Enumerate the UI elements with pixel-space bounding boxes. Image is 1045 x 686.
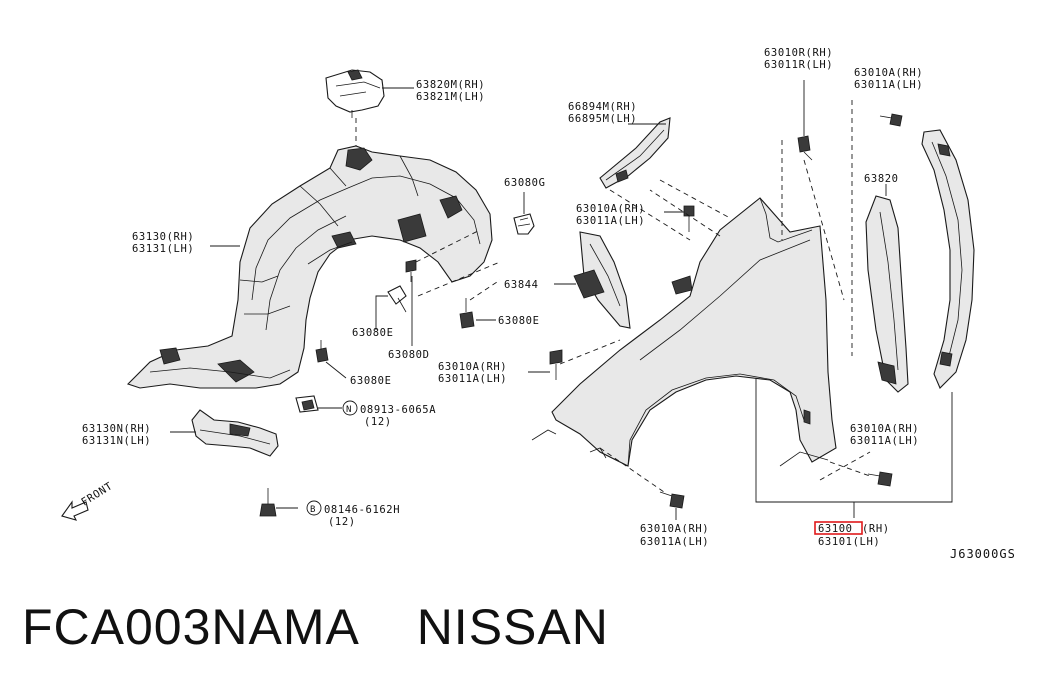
label-nut-symbol: N [346, 405, 352, 415]
label-63820m: 63820M(RH) [416, 79, 485, 91]
label-63080e-mid: 63080E [498, 315, 540, 327]
label-63131n: 63131N(LH) [82, 435, 151, 447]
label-63010a-lower-right: 63010A(RH) [850, 423, 919, 435]
bolt-63010a-left [549, 349, 563, 380]
label-nut-qty: (12) [364, 416, 392, 428]
label-front: FRONT [79, 480, 115, 509]
label-63100-code: 63100 [818, 523, 853, 535]
label-63131: 63131(LH) [132, 243, 194, 255]
label-66895m: 66895M(LH) [568, 113, 637, 125]
front-arrow [61, 500, 89, 521]
bracket-66894m [599, 117, 671, 189]
clip-nut-08913 [295, 395, 319, 413]
label-bolt-number: 08146-6162H [324, 504, 400, 516]
label-nut-number: 08913-6065A [360, 404, 436, 416]
footer-caption: FCA003NAMA NISSAN [22, 599, 609, 655]
seal-63820 [865, 195, 909, 393]
label-63130n: 63130N(RH) [82, 423, 151, 435]
label-63101: 63101(LH) [818, 536, 880, 548]
screw-63080e-lower [315, 340, 329, 363]
label-63011a-left: 63011A(LH) [438, 373, 507, 385]
bolt-63010a-lower-right [867, 471, 893, 487]
diagram-code: J63000GS [950, 547, 1016, 561]
bolt-63010a-top [879, 113, 903, 127]
label-63130: 63130(RH) [132, 231, 194, 243]
label-63080e-lower: 63080E [350, 375, 392, 387]
label-63011a-lower-right: 63011A(LH) [850, 435, 919, 447]
bracket-63130n [191, 409, 279, 457]
label-63010r: 63010R(RH) [764, 47, 833, 59]
bolt-08146 [259, 488, 277, 517]
clip-63010r [797, 135, 813, 161]
label-63011a-upper: 63011A(LH) [576, 215, 645, 227]
screw-63080d [387, 285, 407, 313]
bracket-63844 [573, 231, 631, 329]
parts-diagram: 63820M(RH) 63821M(LH) 63130(RH) 63131(LH… [61, 47, 1016, 561]
label-bolt-qty: (12) [328, 516, 356, 528]
label-63010a-top: 63010A(RH) [854, 67, 923, 79]
label-bolt-symbol: B [310, 505, 316, 515]
label-63820: 63820 [864, 173, 899, 185]
bolt-63010a-bottom [659, 491, 685, 509]
label-63100-side: (RH) [862, 523, 890, 535]
fender-liner-63130 [126, 145, 493, 389]
label-63010a-upper: 63010A(RH) [576, 203, 645, 215]
label-63080d: 63080D [388, 349, 430, 361]
label-66894m: 66894M(RH) [568, 101, 637, 113]
highlight-box-63100 [814, 521, 863, 535]
bracket-63820m [325, 69, 385, 118]
label-63011a-top: 63011A(LH) [854, 79, 923, 91]
label-63010a-bottom: 63010A(RH) [640, 523, 709, 535]
protector-strip [921, 129, 975, 389]
label-63011r: 63011R(LH) [764, 59, 833, 71]
label-63080e-upper: 63080E [352, 327, 394, 339]
label-63011a-bottom: 63011A(LH) [640, 536, 709, 548]
fender-63100 [531, 197, 837, 467]
bolt-63010a-upper [683, 205, 695, 232]
screw-63080e-mid [459, 298, 475, 329]
label-63844: 63844 [504, 279, 539, 291]
label-63010a-left: 63010A(RH) [438, 361, 507, 373]
screw-63080e-upper [405, 259, 417, 282]
label-63821m: 63821M(LH) [416, 91, 485, 103]
clip-63080g [513, 213, 535, 235]
label-63080g: 63080G [504, 177, 546, 189]
